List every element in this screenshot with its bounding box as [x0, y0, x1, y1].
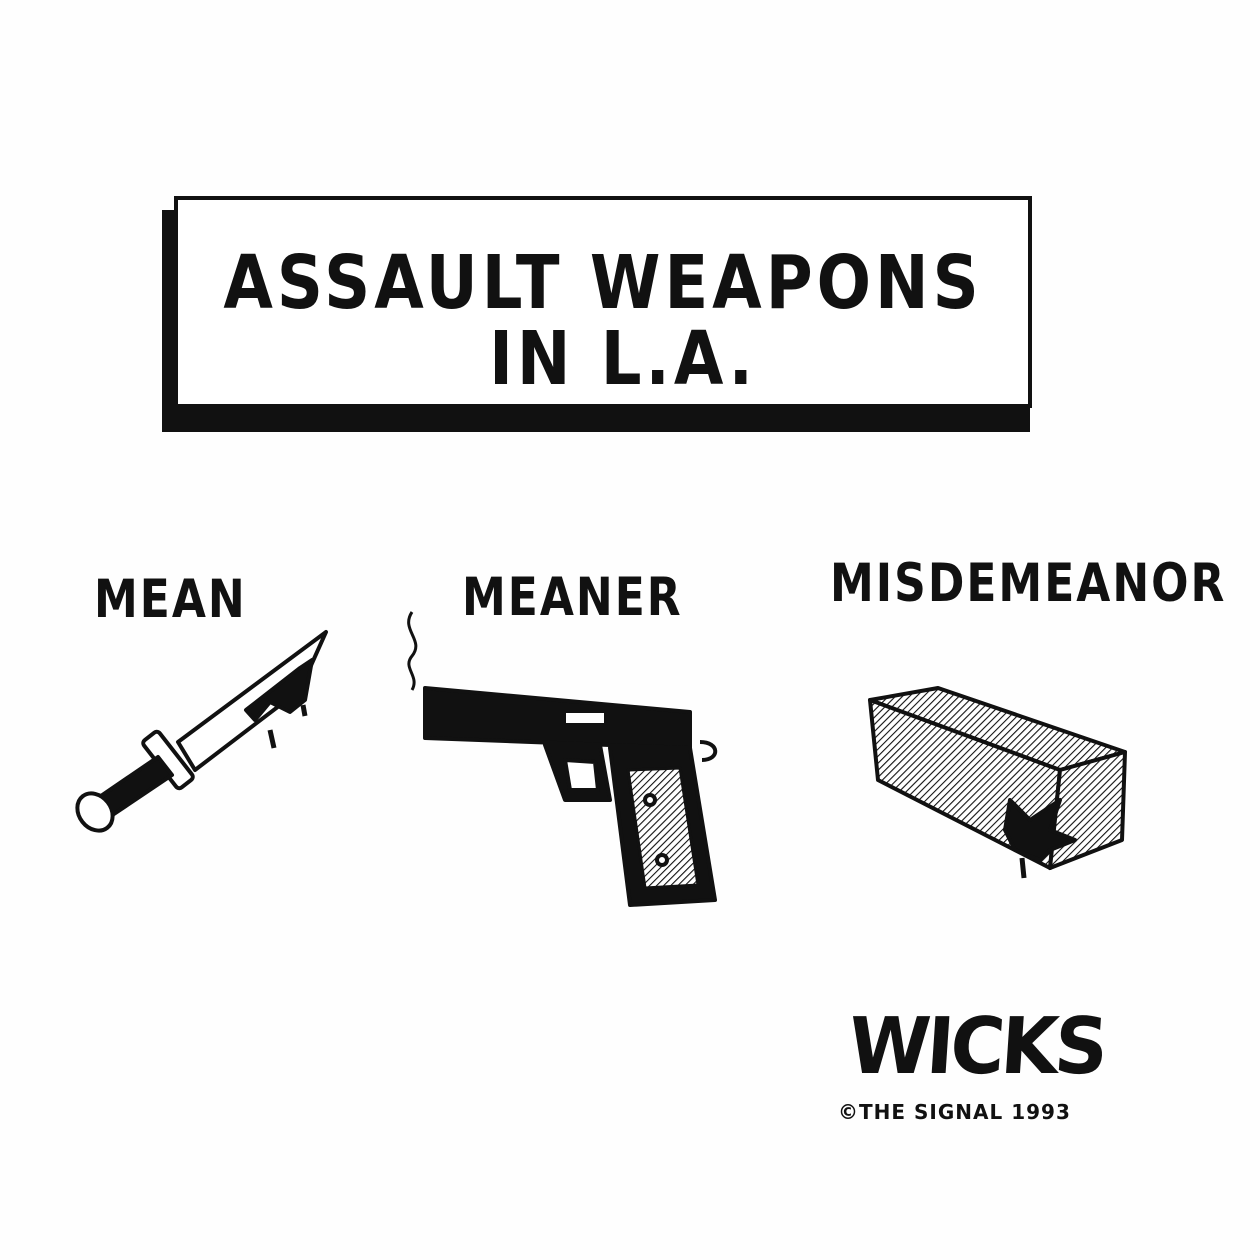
- title-box: ASSAULT WEAPONS IN L.A.: [174, 196, 1032, 408]
- label-mean: MEAN: [94, 568, 247, 630]
- bloody-knife-icon: [75, 630, 328, 833]
- copyright-notice: ©THE SIGNAL 1993: [838, 1100, 1071, 1124]
- smoking-gun-icon: [407, 611, 718, 907]
- label-misdemeanor: MISDEMEANOR: [830, 552, 1227, 614]
- label-meaner: MEANER: [462, 566, 683, 628]
- artist-signature: WICKS: [845, 1002, 1108, 1092]
- bloody-brick-icon: [868, 686, 1127, 879]
- title-line-1: ASSAULT WEAPONS: [223, 241, 983, 327]
- title-line-2: IN L.A.: [489, 317, 757, 403]
